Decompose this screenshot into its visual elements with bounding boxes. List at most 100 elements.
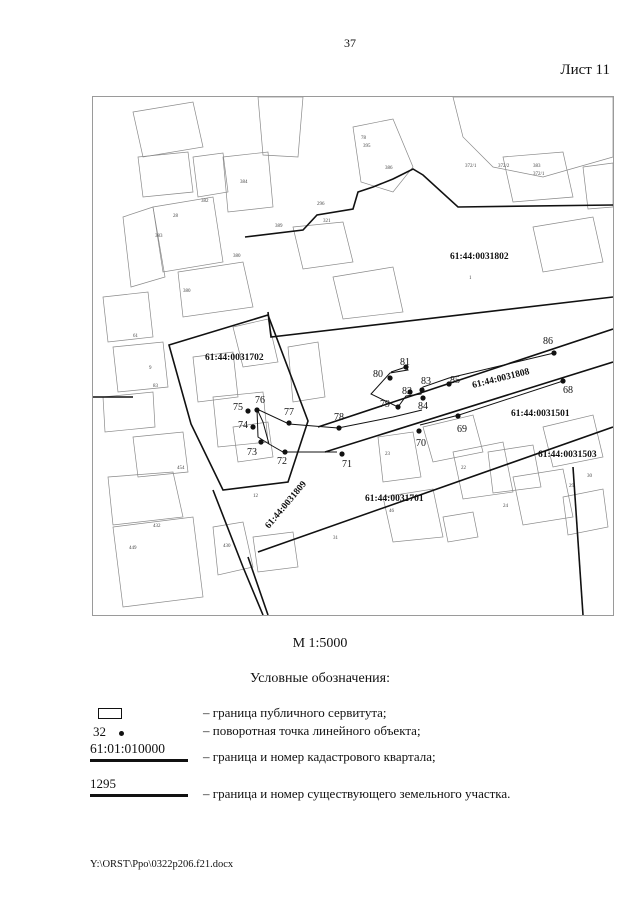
label-85: 85 [450, 375, 460, 386]
point-75 [245, 408, 251, 414]
quarter-label-0031802: 61:44:0031802 [450, 252, 509, 262]
legend-point-number: 32 [93, 724, 106, 739]
quarter-label-0031701: 61:44:0031701 [365, 494, 424, 504]
legend-servitude-symbol [98, 708, 122, 719]
label-70: 70 [416, 438, 426, 449]
svg-text:395: 395 [363, 144, 371, 149]
svg-text:372/2: 372/2 [498, 164, 510, 169]
legend-parcel-line [90, 794, 188, 797]
quarter-boundaries [93, 168, 613, 615]
svg-text:432: 432 [153, 524, 161, 529]
point-73 [258, 439, 264, 445]
point-78 [336, 425, 342, 431]
svg-text:321: 321 [323, 219, 331, 224]
file-path-footer: Y:\ORST\Ppo\0322p206.f21.docx [90, 859, 234, 870]
svg-text:12: 12 [253, 494, 259, 499]
point-labels: 86 81 80 83 85 82 84 79 78 77 76 75 74 7… [233, 336, 573, 470]
quarter-label-0031809: 61:44:0031809 [264, 479, 309, 530]
label-68: 68 [563, 385, 573, 396]
label-75: 75 [233, 402, 243, 413]
page-number: 37 [344, 36, 356, 50]
legend-quarter-text: – граница и номер кадастрового квартала; [203, 749, 436, 764]
svg-text:1: 1 [469, 276, 472, 281]
svg-text:383: 383 [533, 164, 541, 169]
point-86 [551, 350, 557, 356]
label-73: 73 [247, 447, 257, 458]
svg-text:61: 61 [133, 334, 139, 339]
label-83: 83 [421, 376, 431, 387]
label-74: 74 [238, 420, 248, 431]
label-86: 86 [543, 336, 553, 347]
point-74 [250, 424, 256, 430]
point-76 [254, 407, 260, 413]
point-72 [282, 449, 288, 455]
label-71: 71 [342, 459, 352, 470]
legend-point-text: – поворотная точка линейного объекта; [203, 723, 421, 738]
svg-text:384: 384 [240, 180, 248, 185]
svg-text:9: 9 [149, 366, 152, 371]
legend-parcel-number: 1295 [90, 776, 116, 791]
svg-text:372/1: 372/1 [465, 164, 477, 169]
svg-text:31: 31 [333, 536, 339, 541]
label-77: 77 [284, 407, 294, 418]
label-79: 79 [380, 399, 390, 410]
svg-text:430: 430 [223, 544, 231, 549]
svg-text:382: 382 [201, 199, 209, 204]
svg-text:380: 380 [183, 289, 191, 294]
point-81 [403, 364, 409, 370]
svg-text:22: 22 [461, 466, 467, 471]
label-82: 82 [402, 386, 412, 397]
label-69: 69 [457, 424, 467, 435]
point-85 [446, 381, 452, 387]
svg-text:23: 23 [385, 452, 391, 457]
quarter-label-0031501: 61:44:0031501 [511, 409, 570, 419]
legend-quarter-line [90, 759, 188, 762]
svg-text:83: 83 [153, 384, 159, 389]
point-70 [416, 428, 422, 434]
svg-text:386: 386 [385, 166, 393, 171]
svg-text:380: 380 [233, 254, 241, 259]
point-68 [560, 378, 566, 384]
legend-quarter-number: 61:01:010000 [90, 741, 166, 756]
svg-text:296: 296 [317, 202, 325, 207]
svg-text:30: 30 [587, 474, 593, 479]
quarter-labels: 61:44:0031802 61:44:0031702 61:44:003180… [205, 252, 597, 531]
cadastral-map: 86 81 80 83 85 82 84 79 78 77 76 75 74 7… [92, 96, 614, 616]
svg-text:454: 454 [177, 466, 185, 471]
point-82 [407, 389, 413, 395]
label-80: 80 [373, 369, 383, 380]
svg-text:383: 383 [155, 234, 163, 239]
svg-text:78: 78 [361, 136, 367, 141]
point-69 [455, 413, 461, 419]
svg-text:24: 24 [503, 504, 509, 509]
label-81: 81 [400, 357, 410, 368]
svg-text:449: 449 [129, 546, 137, 551]
svg-text:29: 29 [569, 484, 575, 489]
label-72: 72 [277, 456, 287, 467]
point-80 [387, 375, 393, 381]
label-84: 84 [418, 401, 428, 412]
point-77 [286, 420, 292, 426]
legend-servitude-text: – граница публичного сервитута; [203, 705, 387, 720]
legend-parcel-text: – граница и номер существующего земельно… [203, 786, 511, 801]
quarter-label-0031702: 61:44:0031702 [205, 353, 264, 363]
point-84 [420, 395, 426, 401]
svg-text:372/1: 372/1 [533, 172, 545, 177]
map-canvas: 86 81 80 83 85 82 84 79 78 77 76 75 74 7… [93, 97, 613, 615]
quarter-label-0031503: 61:44:0031503 [538, 450, 597, 460]
point-71 [339, 451, 345, 457]
label-78: 78 [334, 412, 344, 423]
svg-text:389: 389 [275, 224, 283, 229]
svg-text:28: 28 [173, 214, 179, 219]
sheet-label: Лист 11 [560, 62, 610, 78]
legend-title: Условные обозначения: [249, 671, 391, 686]
parcel-labels: 384 382 296 395 386 372/1 372/2 383 372/… [129, 136, 593, 551]
legend-point-symbol: 32 [93, 724, 125, 740]
point-83 [419, 387, 425, 393]
label-76: 76 [255, 395, 265, 406]
turning-points [245, 350, 566, 457]
svg-text:46: 46 [389, 509, 395, 514]
map-scale: М 1:5000 [292, 636, 348, 651]
legend-point-dot [119, 730, 125, 736]
point-79 [395, 404, 401, 410]
